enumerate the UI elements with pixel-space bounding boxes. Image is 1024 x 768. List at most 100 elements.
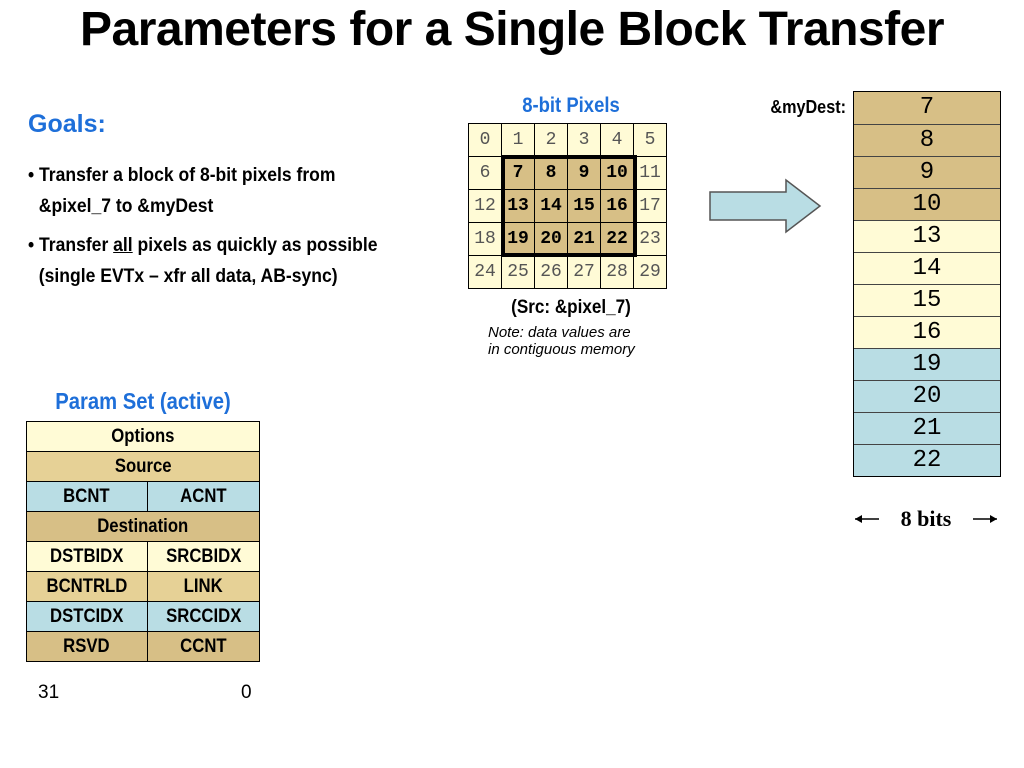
param-set-row: RSVD CCNT bbox=[26, 631, 261, 662]
destination-label: &myDest: bbox=[770, 97, 846, 117]
param-set-row: Source bbox=[26, 451, 260, 482]
pixel-cell: 5 bbox=[633, 123, 667, 157]
pixel-cell: 17 bbox=[633, 189, 667, 223]
destination-memory-cell: 9 bbox=[854, 156, 1000, 188]
param-field-label: DSTBIDX bbox=[50, 545, 124, 567]
pixel-cell: 7 bbox=[501, 156, 535, 190]
param-field: Options bbox=[26, 421, 260, 452]
pixel-cell: 19 bbox=[501, 222, 535, 256]
pixel-cell: 29 bbox=[633, 255, 667, 289]
pixel-cell: 16 bbox=[600, 189, 634, 223]
param-field-label: RSVD bbox=[63, 635, 111, 657]
goal-bullet-2-line-1: • Transfer all pixels as quickly as poss… bbox=[28, 230, 415, 261]
destination-memory-cell: 15 bbox=[854, 284, 1000, 316]
param-field-label: ACNT bbox=[180, 485, 227, 507]
param-field: SRCCIDX bbox=[146, 601, 261, 632]
goal-bullet-2: • Transfer all pixels as quickly as poss… bbox=[28, 230, 415, 292]
param-field-label: Source bbox=[114, 455, 172, 477]
param-field-label: SRCBIDX bbox=[165, 545, 241, 567]
pixel-cell: 10 bbox=[600, 156, 634, 190]
pixel-grid-title: 8-bit Pixels bbox=[522, 94, 620, 117]
pixel-cell: 0 bbox=[468, 123, 502, 157]
pixel-cell: 15 bbox=[567, 189, 601, 223]
pixel-cell: 27 bbox=[567, 255, 601, 289]
param-set-row: DSTBIDX SRCBIDX bbox=[26, 541, 261, 572]
destination-memory-cell: 13 bbox=[854, 220, 1000, 252]
pixel-cell: 21 bbox=[567, 222, 601, 256]
param-bit-low: 0 bbox=[241, 682, 252, 703]
param-field-label: CCNT bbox=[180, 635, 227, 657]
transfer-arrow-icon bbox=[709, 178, 822, 234]
param-field: RSVD bbox=[26, 631, 148, 662]
param-field-label: DSTCIDX bbox=[50, 605, 124, 627]
param-set-row: BCNT ACNT bbox=[26, 481, 261, 512]
goal-bullet-2-line-2: (single EVTx – xfr all data, AB-sync) bbox=[38, 265, 338, 287]
source-label: (Src: &pixel_7) bbox=[511, 297, 631, 318]
bit-width-arrows-icon bbox=[855, 515, 997, 523]
destination-memory-cell: 8 bbox=[854, 124, 1000, 156]
param-field-label: SRCCIDX bbox=[165, 605, 241, 627]
pixel-cell: 8 bbox=[534, 156, 568, 190]
param-field-label: BCNT bbox=[63, 485, 111, 507]
destination-memory-cell: 21 bbox=[854, 412, 1000, 444]
pixel-cell: 11 bbox=[633, 156, 667, 190]
param-field: CCNT bbox=[146, 631, 261, 662]
pixel-cell: 22 bbox=[600, 222, 634, 256]
destination-memory-cell: 19 bbox=[854, 348, 1000, 380]
param-field-label: LINK bbox=[183, 575, 223, 597]
param-field-label: BCNTRLD bbox=[46, 575, 128, 597]
goal-bullet-2-pre: • Transfer bbox=[28, 234, 114, 256]
param-set-row: BCNTRLD LINK bbox=[26, 571, 261, 602]
destination-memory-cell: 7 bbox=[854, 92, 1000, 124]
pixel-cell: 14 bbox=[534, 189, 568, 223]
param-field-label: Options bbox=[111, 425, 175, 447]
destination-memory-cell: 22 bbox=[854, 444, 1000, 476]
destination-memory-cell: 16 bbox=[854, 316, 1000, 348]
note-line-2: in contiguous memory bbox=[488, 341, 635, 358]
pixel-cell: 13 bbox=[501, 189, 535, 223]
pixel-cell: 25 bbox=[501, 255, 535, 289]
pixel-cell: 9 bbox=[567, 156, 601, 190]
pixel-cell: 1 bbox=[501, 123, 535, 157]
contiguous-memory-note: Note: data values are in contiguous memo… bbox=[488, 324, 635, 358]
goal-bullet-2-post: pixels as quickly as possible bbox=[132, 234, 378, 256]
param-set-row: DSTCIDX SRCCIDX bbox=[26, 601, 261, 632]
pixel-cell: 28 bbox=[600, 255, 634, 289]
goal-bullet-1-line-1: • Transfer a block of 8-bit pixels from bbox=[28, 164, 336, 186]
param-field: Destination bbox=[26, 511, 260, 542]
param-field: LINK bbox=[146, 571, 261, 602]
note-line-1: Note: data values are bbox=[488, 324, 631, 341]
pixel-cell: 20 bbox=[534, 222, 568, 256]
param-field: SRCBIDX bbox=[146, 541, 261, 572]
pixel-cell: 18 bbox=[468, 222, 502, 256]
param-set-title: Param Set (active) bbox=[55, 388, 231, 414]
param-field-label: Destination bbox=[97, 515, 189, 537]
param-field: DSTBIDX bbox=[26, 541, 148, 572]
pixel-cell: 3 bbox=[567, 123, 601, 157]
param-field: BCNTRLD bbox=[26, 571, 148, 602]
param-field: BCNT bbox=[26, 481, 148, 512]
goal-bullet-1-line-2: &pixel_7 to &myDest bbox=[38, 195, 214, 217]
param-set-row: Destination bbox=[26, 511, 260, 542]
pixel-cell: 4 bbox=[600, 123, 634, 157]
param-set-row: Options bbox=[26, 421, 260, 452]
pixel-cell: 24 bbox=[468, 255, 502, 289]
destination-memory-cell: 20 bbox=[854, 380, 1000, 412]
goal-bullet-2-underlined: all bbox=[113, 234, 133, 256]
pixel-cell: 6 bbox=[468, 156, 502, 190]
param-bit-high: 31 bbox=[38, 682, 60, 703]
param-field: ACNT bbox=[146, 481, 261, 512]
destination-memory-cell: 14 bbox=[854, 252, 1000, 284]
param-field: DSTCIDX bbox=[26, 601, 148, 632]
destination-memory-cell: 10 bbox=[854, 188, 1000, 220]
goal-bullet-1: • Transfer a block of 8-bit pixels from … bbox=[28, 160, 415, 222]
pixel-cell: 12 bbox=[468, 189, 502, 223]
